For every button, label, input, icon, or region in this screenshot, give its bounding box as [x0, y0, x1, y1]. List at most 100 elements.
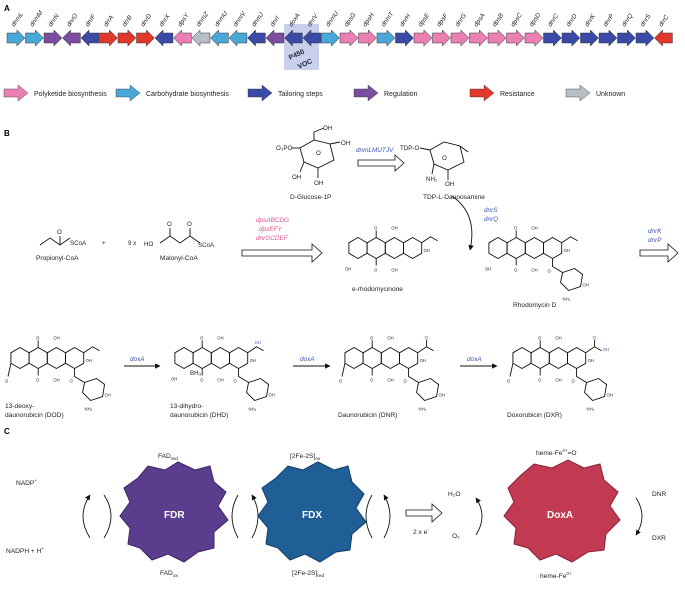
svg-text:O: O: [36, 336, 40, 341]
legend-label-resistance: Resistance: [500, 91, 535, 98]
svg-text:O: O: [374, 268, 378, 273]
fdx-arc-2: [383, 494, 391, 539]
panel-b-label: B: [4, 129, 10, 138]
propionyl-scoa: SCoA: [70, 240, 87, 247]
svg-text:O: O: [507, 379, 511, 384]
nadph-arc: [82, 494, 91, 539]
heme-top-label: heme-Fe4+=O: [536, 448, 577, 457]
svg-text:NH₂: NH₂: [249, 407, 257, 412]
dnr-arc: [635, 497, 643, 536]
pks-gene-2: dpsEFY: [259, 226, 282, 233]
svg-text:OH: OH: [105, 393, 111, 398]
svg-text:O: O: [234, 379, 238, 384]
svg-text:OH: OH: [583, 283, 589, 288]
rhodo-gene-2: dnrQ: [484, 216, 498, 223]
gene-label-drrC: drrC: [658, 14, 671, 29]
legend-swatch-regulation: [353, 84, 379, 102]
svg-text:O: O: [514, 268, 518, 273]
panel-c-label: C: [4, 427, 10, 436]
dnr-label: DNR: [652, 491, 667, 498]
fdr-protein: [119, 461, 229, 563]
fdr-fdx-arc-1: [231, 494, 239, 539]
gene-label-dnmJ: dnmJ: [251, 11, 266, 28]
svg-text:OH: OH: [171, 377, 177, 382]
gene-label-dnrX: dnrX: [158, 12, 172, 28]
propionyl-name: Propionyl-CoA: [36, 255, 79, 262]
svg-text:NH₂: NH₂: [563, 297, 571, 302]
svg-text:OH: OH: [564, 248, 570, 253]
svg-text:O: O: [5, 379, 9, 384]
gene-arrow-dnrP: [598, 29, 618, 47]
malonyl-o1: O: [167, 221, 172, 228]
gene-arrow-dpsH: [358, 29, 377, 47]
svg-text:OH: OH: [531, 226, 537, 231]
doxa-label-3: doxA: [467, 356, 482, 363]
gene-arrow-dpsC: [506, 29, 525, 47]
legend-swatch-unknown: [565, 84, 591, 102]
gene-arrow-dpsY: [173, 29, 192, 47]
svg-text:O: O: [572, 379, 576, 384]
gene-arrow-dnrX: [154, 29, 174, 47]
knp-arrow: [639, 243, 679, 263]
gene-label-dpsB: dpsB: [491, 12, 506, 29]
svg-text:OH: OH: [391, 268, 397, 273]
svg-text:OH: OH: [439, 393, 445, 398]
gene-arrow-dnrS: [635, 29, 655, 47]
gene-arrow-dnrK: [580, 29, 599, 47]
gene-label-drrB: drrB: [121, 14, 134, 29]
fdr-label: FDR: [164, 510, 185, 521]
legend-swatch-resistance: [469, 84, 495, 102]
fdx-protein: [257, 461, 367, 563]
gene-label-dnrF: dnrF: [84, 12, 98, 28]
gene-arrow-dnrI: [265, 29, 285, 47]
panel-a-label: A: [4, 4, 10, 13]
svg-text:OH: OH: [588, 358, 594, 363]
gene-arrow-dnmV: [228, 29, 248, 47]
gene-arrow-dnmT: [376, 29, 396, 47]
gene-arrow-doxA: [284, 29, 303, 47]
svg-text:O: O: [36, 378, 40, 383]
electron-arrow: [405, 503, 443, 523]
gene-label-dnrN: dnrN: [47, 12, 61, 28]
pks-arrow: [241, 243, 323, 263]
gene-arrow-dnmU: [210, 29, 229, 47]
gene-arrow-dnrF: [80, 29, 100, 47]
doxa-label-1: doxA: [130, 356, 145, 363]
gene-label-dpsD: dpsD: [528, 12, 543, 29]
gene-arrow-dnmM: [25, 29, 44, 47]
gene-label-dnrQ: dnrQ: [621, 12, 635, 28]
svg-text:OH: OH: [531, 268, 537, 273]
gene-label-dnrP: dnrP: [602, 12, 616, 28]
glucose-arrow: [357, 154, 405, 172]
bh3-label: BH₃: [190, 370, 202, 377]
fdx-label: FDX: [302, 510, 322, 521]
gene-label-dnrO: dnrO: [66, 12, 80, 28]
legend-label-tailoring: Tailoring steps: [278, 91, 323, 98]
svg-text:OH: OH: [53, 378, 59, 383]
svg-text:OH: OH: [607, 393, 613, 398]
malonyl-o2: O: [187, 221, 192, 228]
gene-label-dnrH: dnrH: [399, 12, 413, 28]
gene-arrow-dnrV: [302, 29, 322, 47]
gene-label-dnrD: dnrD: [140, 12, 154, 28]
legend-swatch-carbohydrate: [115, 84, 141, 102]
svg-text:OH: OH: [387, 336, 393, 341]
svg-text:O: O: [548, 269, 552, 274]
svg-text:O: O: [374, 226, 378, 231]
gene-label-dnmV: dnmV: [232, 10, 248, 28]
gene-arrow-dnrD: [136, 29, 155, 47]
gene-arrow-dnmJ: [247, 29, 266, 47]
gene-arrow-dnrN: [43, 29, 63, 47]
knp-gene-2: dnrP: [648, 237, 662, 244]
legend-swatch-tailoring: [247, 84, 273, 102]
gene-label-dnrG: dnrG: [454, 12, 468, 28]
svg-text:O: O: [593, 335, 597, 340]
fdx-arc-1: [365, 494, 373, 539]
o2-arc: [475, 497, 483, 536]
svg-text:NH₂: NH₂: [85, 407, 93, 412]
gene-label-dnmZ: dnmZ: [195, 10, 211, 28]
